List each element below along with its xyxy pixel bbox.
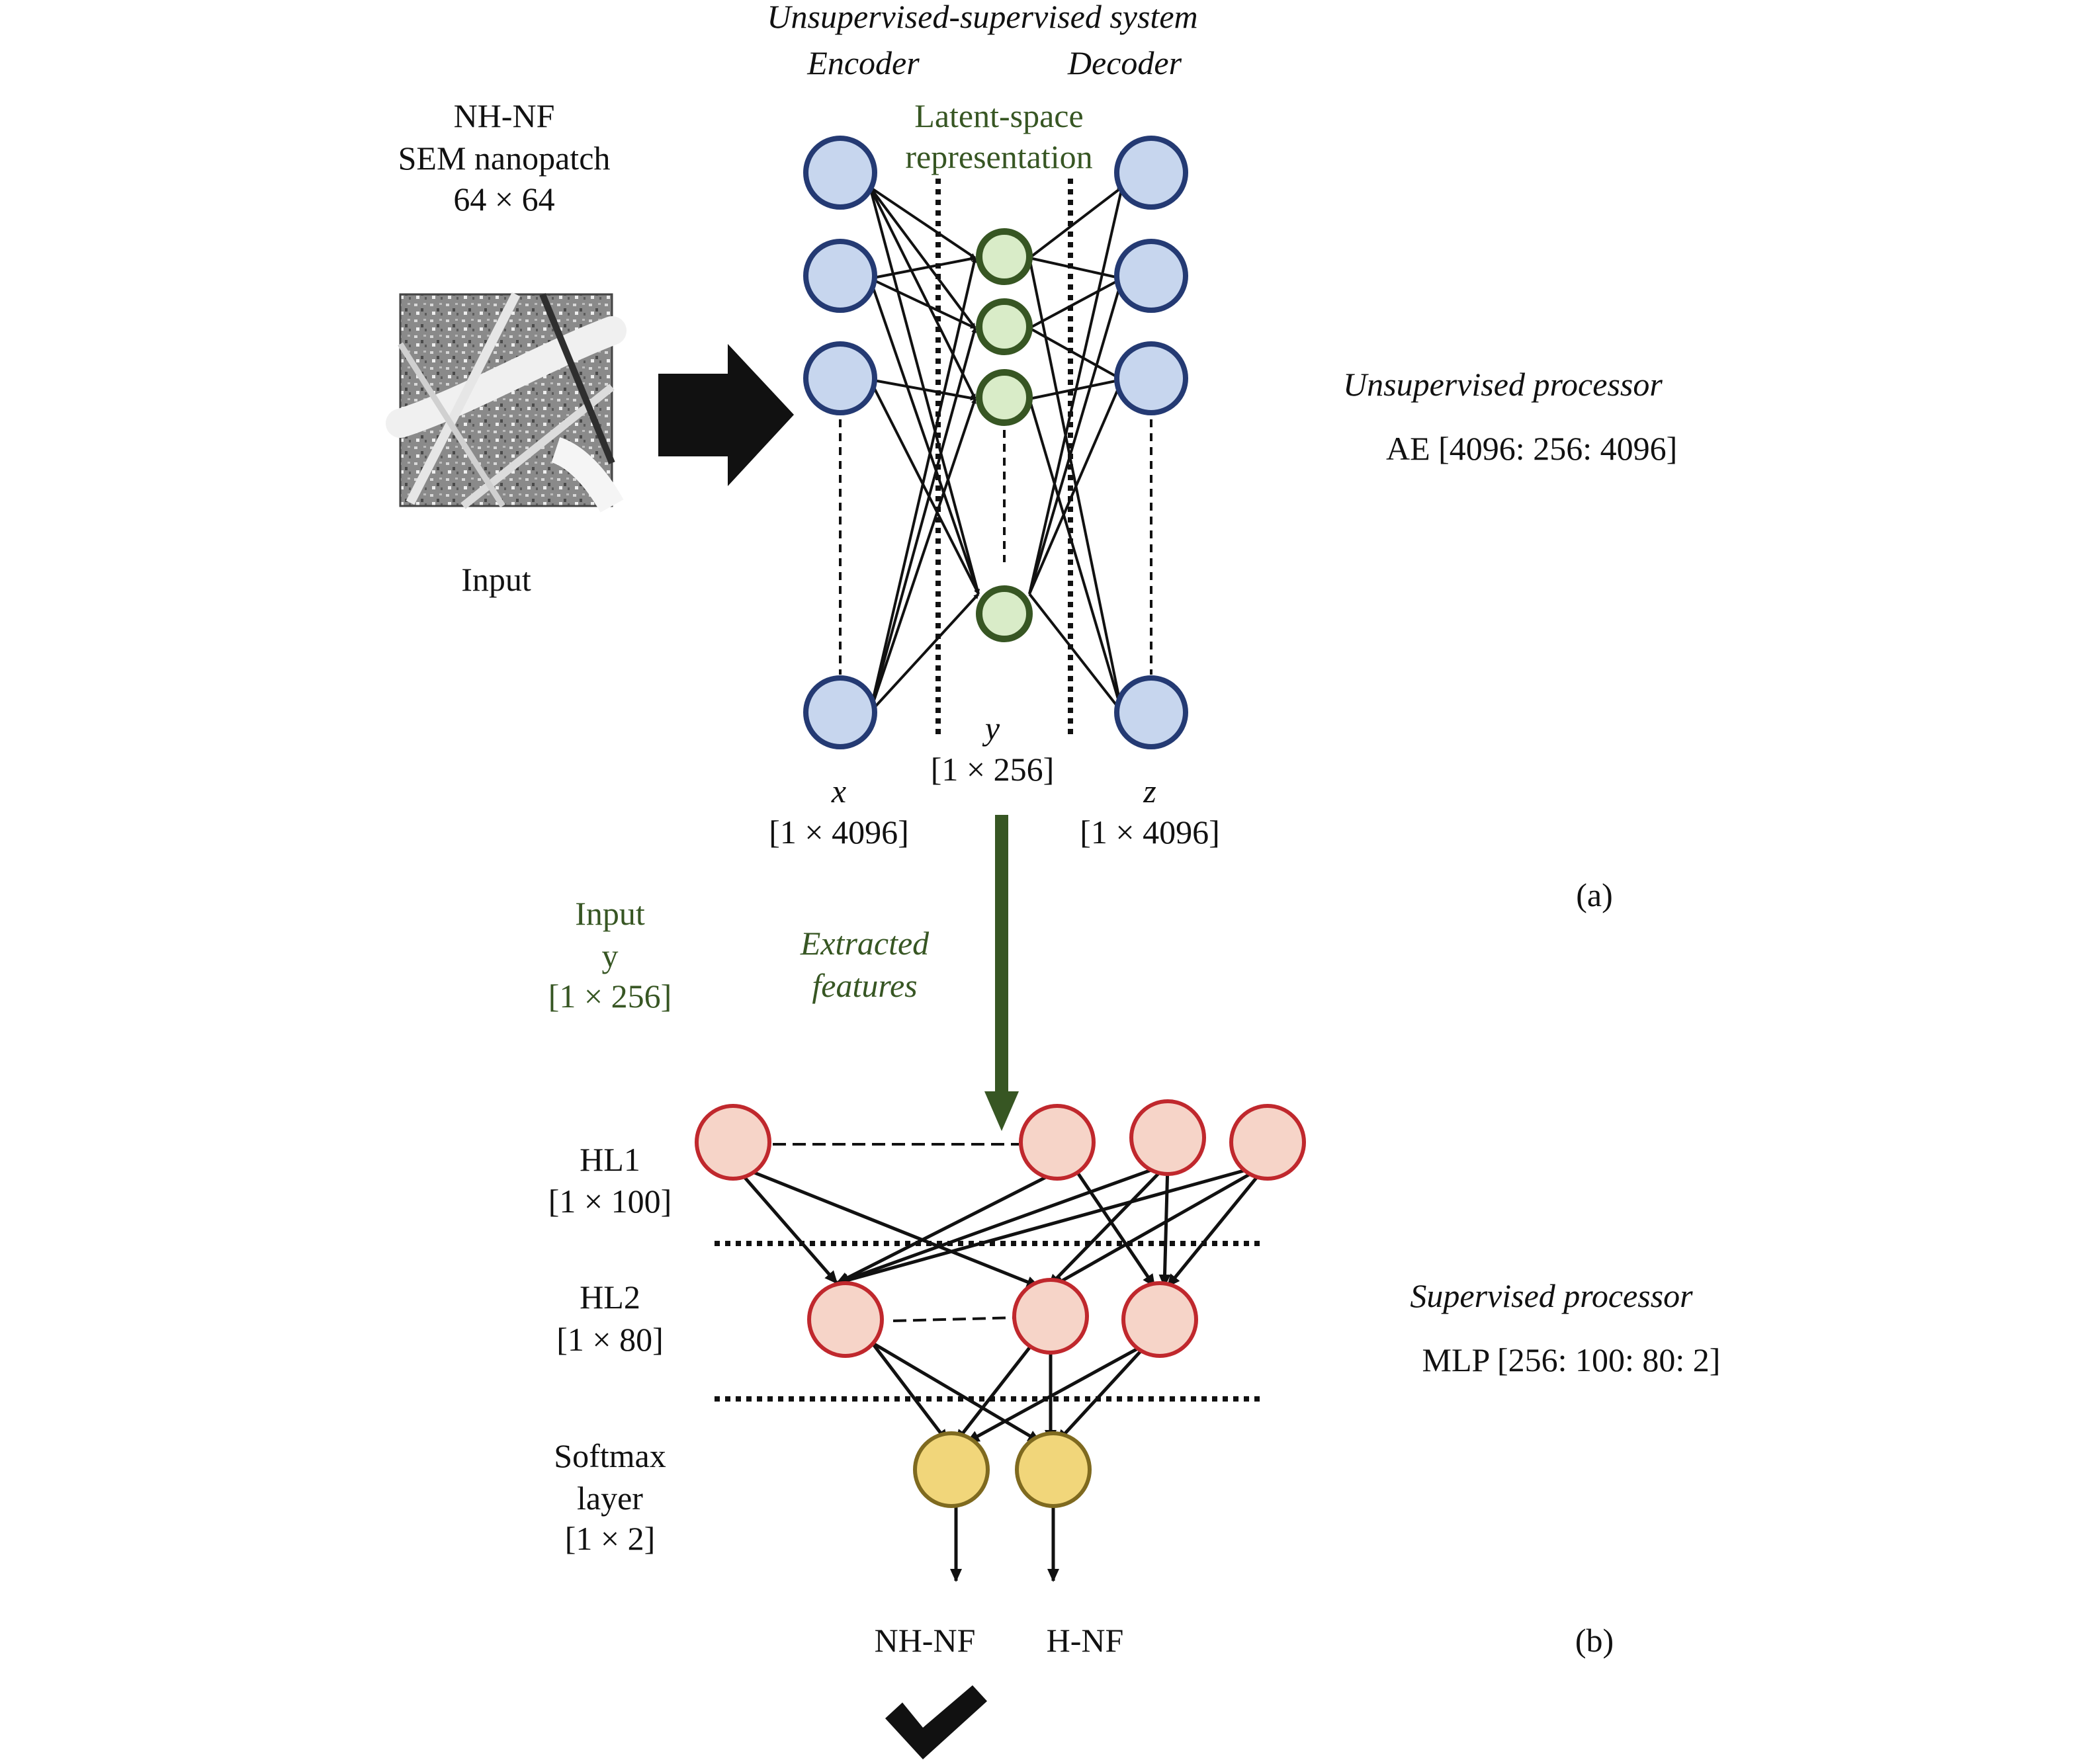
encoder-node-4 — [803, 675, 877, 749]
softmax-node-2 — [1015, 1431, 1092, 1508]
extracted-features-line1: Extracted — [800, 925, 930, 962]
decoder-node-1 — [1114, 136, 1188, 210]
input-title-line2: SEM nanopatch — [398, 140, 611, 177]
latent-node-3 — [976, 369, 1033, 426]
panel-b-label: (b) — [1575, 1622, 1614, 1659]
hl2-node-3 — [1121, 1281, 1198, 1358]
latent-node-4 — [976, 585, 1033, 642]
hl2-dim-label: [1 × 80] — [556, 1321, 664, 1358]
x-var-label: x — [831, 773, 846, 810]
supervised-processor-spec: MLP [256: 100: 80: 2] — [1422, 1341, 1721, 1378]
panel-a-label: (a) — [1576, 876, 1613, 913]
mlp-layer-separators — [715, 1241, 1264, 1402]
features-input-line3: [1 × 256] — [548, 978, 672, 1015]
hl1-node-1 — [695, 1104, 771, 1181]
encoder-label: Encoder — [806, 44, 920, 81]
sem-image — [386, 292, 627, 513]
hl2-ellipsis — [892, 1316, 1020, 1322]
latent-node-1 — [976, 228, 1033, 285]
extracted-features-arrow — [984, 815, 1019, 1131]
features-input-line1: Input — [575, 895, 645, 932]
encoder-node-2 — [803, 239, 877, 313]
hl1-label: HL1 — [580, 1141, 640, 1178]
features-input-line2: y — [602, 937, 619, 974]
softmax-dim-label: [1 × 2] — [565, 1520, 656, 1557]
softmax-node-1 — [913, 1431, 990, 1508]
decoder-node-4 — [1114, 675, 1188, 749]
z-dim-label: [1 × 4096] — [1080, 814, 1220, 851]
ellipsis-connectors — [839, 419, 1152, 675]
decoder-node-3 — [1114, 341, 1188, 415]
input-arrow — [658, 344, 794, 486]
hl2-label: HL2 — [580, 1279, 640, 1316]
output-class-h-nf: H-NF — [1047, 1622, 1124, 1659]
hl1-node-2 — [1019, 1104, 1096, 1181]
latent-label-line2: representation — [905, 138, 1092, 175]
y-var-label: y — [982, 710, 1000, 747]
unsupervised-processor-title: Unsupervised processor — [1343, 366, 1663, 403]
hl2-node-1 — [807, 1281, 884, 1358]
hl1-node-3 — [1129, 1099, 1206, 1176]
input-caption: Input — [461, 561, 531, 598]
output-class-nh-nf: NH-NF — [875, 1622, 976, 1659]
autoencoder-connections — [869, 186, 1124, 714]
supervised-processor-title: Supervised processor — [1410, 1277, 1693, 1314]
input-title-line3: 64 × 64 — [453, 181, 554, 218]
latent-label-line1: Latent-space — [914, 97, 1083, 134]
decoder-node-2 — [1114, 239, 1188, 313]
decoder-label: Decoder — [1067, 44, 1182, 81]
softmax-label-line1: Softmax — [554, 1437, 666, 1474]
latent-node-2 — [976, 298, 1033, 355]
system-title: Unsupervised-supervised system — [767, 0, 1197, 35]
x-dim-label: [1 × 4096] — [769, 814, 909, 851]
unsupervised-processor-spec: AE [4096: 256: 4096] — [1386, 430, 1677, 467]
input-title-line1: NH-NF — [454, 97, 555, 134]
hl1-node-4 — [1229, 1104, 1306, 1181]
mlp-connections — [732, 1162, 1269, 1582]
extracted-features-line2: features — [812, 967, 917, 1004]
hl2-node-2 — [1012, 1278, 1089, 1355]
layer-separators — [935, 179, 1073, 734]
encoder-node-1 — [803, 136, 877, 210]
z-var-label: z — [1143, 773, 1156, 810]
y-dim-label: [1 × 256] — [931, 751, 1055, 788]
hl1-dim-label: [1 × 100] — [548, 1183, 672, 1220]
encoder-node-3 — [803, 341, 877, 415]
softmax-label-line2: layer — [577, 1480, 643, 1517]
checkmark-icon — [885, 1685, 987, 1759]
